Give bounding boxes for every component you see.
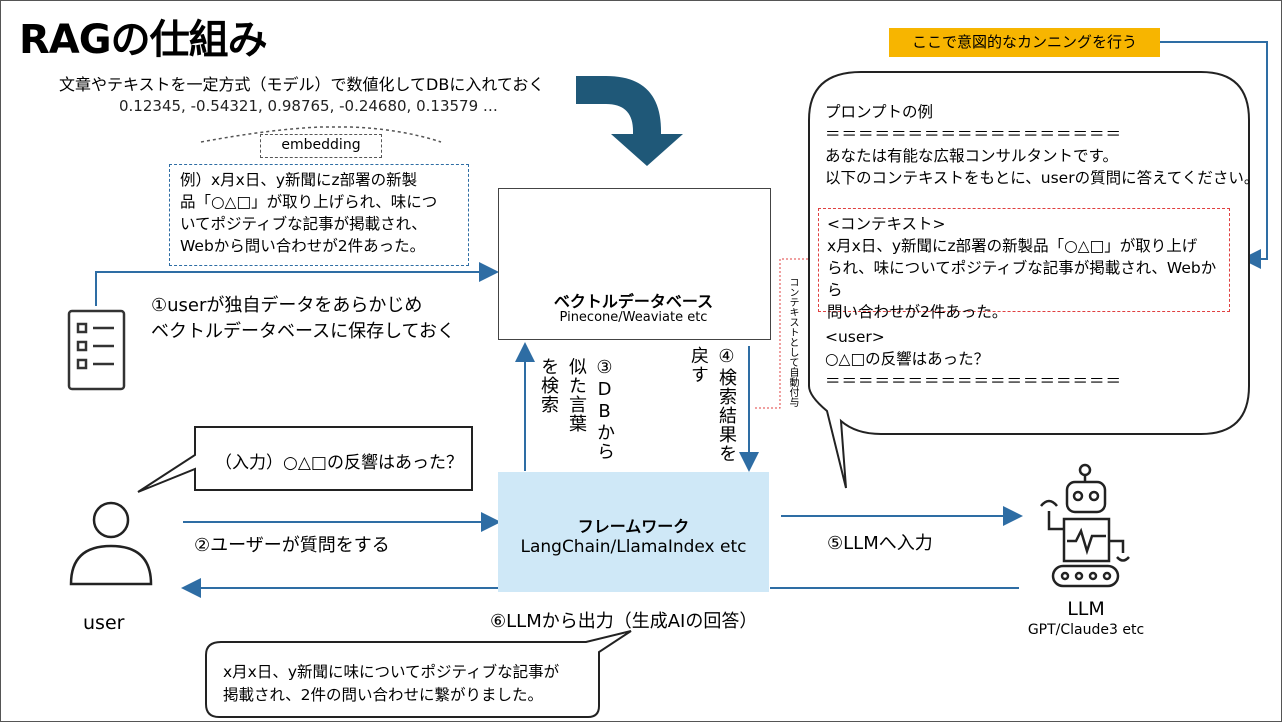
doc-to-db-arrow [95,262,499,306]
user-icon [69,501,153,586]
robot-icon [1040,463,1130,588]
prompt-separator: ＝＝＝＝＝＝＝＝＝＝＝＝＝＝＝＝＝＝ [825,125,1123,143]
step3-label: ③DBから 似た言葉 を検索 [536,357,616,467]
step3-col: を検索 [538,357,559,414]
context-line: x月x日、y新聞にz部署の新製品「○△□」が取り上げ [827,237,1198,255]
step1-line2: ベクトルデータベースに保存しておく [151,321,456,342]
header-vector-values: 0.12345, -0.54321, 0.98765, -0.24680, 0.… [119,97,498,115]
step1-line1: ①userが独自データをあらかじめ [151,295,423,316]
step5-label: ⑤LLMへ入力 [827,533,933,554]
vector-db-label: ベクトルデータベース [553,292,714,311]
step6-label: ⑥LLMから出力（生成AIの回答） [490,611,758,632]
example-line: 例）x月x日、y新聞にz部署の新製 [180,171,418,189]
context-title: <コンテキスト> [827,215,946,233]
step4-label: ④検索結果を 戻す [686,346,738,471]
step4-col: ④検索結果を [716,346,737,463]
prompt-bubble [808,71,1250,489]
badge-to-prompt-arrow [1160,41,1268,269]
cheating-badge: ここで意図的なカンニングを行う [889,28,1160,57]
answer-line: x月x日、y新聞に味についてポジティブな記事が [223,663,560,681]
prompt-line: 以下のコンテキストをもとに、userの質問に答えてください。 [825,169,1260,187]
answer-speech-bubble [205,630,632,718]
context-line: られ、味についてポジティブな記事が掲載され、Webから [827,259,1217,299]
llm-label: LLM [1067,598,1105,620]
context-line: 問い合わせが2件あった。 [827,303,1008,321]
user-speech-bubble [137,426,473,493]
answer-line: 掲載され、2件の問い合わせに繋がりました。 [223,686,544,704]
prompt-header: プロンプトの例 ＝＝＝＝＝＝＝＝＝＝＝＝＝＝＝＝＝＝ あなたは有能な広報コンサル… [825,101,1259,189]
prompt-context-box: <コンテキスト> x月x日、y新聞にz部署の新製品「○△□」が取り上げ られ、味… [818,208,1230,321]
framework-label: フレームワーク [577,517,690,536]
step2-label: ②ユーザーが質問をする [194,535,390,556]
step3-col: ③DBから [594,357,615,461]
page-title: RAGの仕組み [19,17,268,63]
context-auto-label: コンテキストとして自動付与 [787,277,798,407]
framework-box [498,472,769,592]
document-icon [67,309,126,391]
prompt-title: プロンプトの例 [825,103,934,121]
context-red-line [755,255,821,409]
user-section-title: <user> [825,328,885,346]
prompt-separator: ＝＝＝＝＝＝＝＝＝＝＝＝＝＝＝＝＝＝ [825,372,1123,390]
embedding-bracket [200,126,442,143]
example-line: いてポジティブな記事が掲載され、 [180,215,427,233]
llm-sub: GPT/Claude3 etc [1027,622,1145,638]
step4-col: 戻す [688,346,709,384]
example-data-box: 例）x月x日、y新聞にz部署の新製 品「○△□」が取り上げられ、味につ いてポジ… [169,164,469,266]
prompt-user-section: <user> ○△□の反響はあった？ ＝＝＝＝＝＝＝＝＝＝＝＝＝＝＝＝＝＝ [825,326,1122,392]
prompt-line: あなたは有能な広報コンサルタントです。 [825,147,1118,165]
answer-speech-text: x月x日、y新聞に味についてポジティブな記事が 掲載され、2件の問い合わせに繋が… [223,661,559,707]
embedding-label: embedding [260,134,382,158]
user-speech-text: （入力）○△□の反響はあった？ [215,453,463,473]
vector-db-sub: Pinecone/Weaviate etc [559,310,708,325]
user-question: ○△□の反響はあった？ [825,350,990,368]
header-line1: 文章やテキストを一定方式（モデル）で数値化してDBに入れておく [59,75,545,94]
user-label: user [83,612,125,634]
vector-db-box [498,188,771,340]
framework-sub: LangChain/LlamaIndex etc [520,537,747,557]
step3-col: 似た言葉 [566,357,587,433]
example-line: 品「○△□」が取り上げられ、味につ [180,193,438,211]
example-line: Webから問い合わせが2件あった。 [180,237,426,255]
big-curved-arrow [576,76,683,166]
